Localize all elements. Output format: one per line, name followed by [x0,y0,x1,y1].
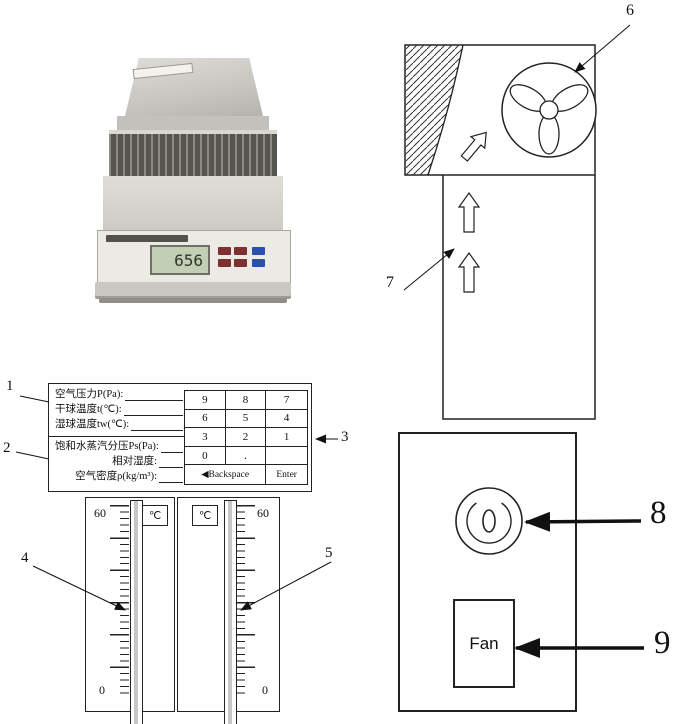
field-relative-humidity: 相对湿度: [55,455,183,468]
densimeter-button[interactable] [234,259,247,267]
fan-housing-circle [501,62,597,158]
part-label-2: 2 [3,440,11,456]
field-sat-vapor-pressure: 饱和水蒸汽分压Ps(Pa): [55,440,183,453]
airflow-arrow-up-icon [457,251,481,293]
fan-duct-diagram [404,44,597,420]
relative-humidity-input-line[interactable] [159,456,183,468]
field-wet-bulb-temp-label: 湿球温度tw(℃): [55,419,130,430]
densimeter-base [95,282,291,296]
field-relative-humidity-label: 相对湿度: [112,456,157,467]
left-unit-box: ℃ [142,505,168,526]
air-density-input-line[interactable] [159,471,183,483]
densimeter-button[interactable] [218,247,231,255]
air-pressure-input-line[interactable] [125,389,183,401]
right-thermometer-tube [224,500,237,724]
part-label-9: 9 [654,625,671,661]
field-wet-bulb-temp: 湿球温度tw(℃): [55,418,183,431]
densimeter-button[interactable] [218,259,231,267]
duct-wall-hatching [405,45,463,175]
densimeter-button[interactable] [234,247,247,255]
part-label-7: 7 [386,274,394,291]
airflow-arrow-up-icon [457,191,481,233]
wet-bulb-input-line[interactable] [131,419,183,431]
densimeter-photo: 656 [95,52,291,304]
left-scale-max: 60 [94,506,106,520]
key-8[interactable]: 8 [225,391,267,410]
fan-control-panel: Fan [398,432,577,712]
part-label-5: 5 [325,545,333,561]
densimeter-brand-label [106,235,188,242]
right-scale-max: 60 [257,506,269,520]
speed-knob[interactable] [447,479,531,563]
field-air-pressure-label: 空气压力P(Pa): [55,389,124,400]
key-0[interactable]: 0 [185,446,226,466]
numeric-keypad: 9 8 7 6 5 4 3 2 1 0 . ◀Backspace Enter [184,390,308,485]
left-thermometer-tube [130,500,143,724]
airflow-arrow-diagonal-icon [460,131,487,162]
sat-vapor-input-line[interactable] [160,441,183,453]
data-input-panel: 空气压力P(Pa): 干球温度t(℃): 湿球温度tw(℃): 饱和水蒸汽分压P… [48,383,312,492]
key-9[interactable]: 9 [185,391,226,410]
part-label-6: 6 [626,2,634,19]
field-dry-bulb-temp: 干球温度t(℃): [55,403,183,416]
left-minor-ticks [120,505,129,699]
densimeter-front-panel: 656 [97,230,291,284]
key-4[interactable]: 4 [266,410,307,429]
duct-housing [404,44,596,176]
densimeter-button[interactable] [252,259,265,267]
leader-line-1 [19,395,50,403]
right-minor-ticks [236,505,245,699]
key-enter[interactable]: Enter [276,469,297,480]
key-backspace[interactable]: ◀Backspace [185,465,267,484]
leader-line-2 [15,451,50,460]
right-unit-box: ℃ [192,505,218,526]
key-2[interactable]: 2 [225,428,267,447]
densimeter-foot [99,298,287,303]
densimeter-body [103,176,283,230]
key-blank [266,447,307,466]
densimeter-measuring-chamber [109,130,277,180]
left-scale-min: 0 [99,683,105,697]
field-dry-bulb-temp-label: 干球温度t(℃): [55,404,122,415]
field-sat-vapor-pressure-label: 饱和水蒸汽分压Ps(Pa): [55,441,159,452]
densimeter-neck [117,116,269,130]
panel-divider [49,436,185,437]
key-3[interactable]: 3 [185,428,226,447]
leader-arrow-6 [574,24,631,73]
leader-arrow-7 [403,248,455,291]
part-label-4: 4 [21,550,29,566]
key-6[interactable]: 6 [185,409,226,429]
field-air-pressure: 空气压力P(Pa): [55,388,183,401]
field-air-density: 空气密度ρ(kg/m³): [55,470,183,483]
key-7[interactable]: 7 [266,391,307,410]
key-5[interactable]: 5 [225,409,267,429]
fan-button[interactable]: Fan [453,599,515,688]
key-1[interactable]: 1 [266,428,307,447]
knob-pointer [482,509,496,533]
fan-blades-icon [509,84,589,155]
right-scale-min: 0 [262,683,268,697]
densimeter-button[interactable] [252,247,265,255]
knob-inner-arc [466,502,512,544]
part-label-1: 1 [6,378,14,394]
densimeter-lcd-display: 656 [150,245,210,275]
duct-wall-curve [427,44,464,176]
key-decimal[interactable]: . [225,446,267,466]
field-air-density-label: 空气密度ρ(kg/m³): [75,471,157,482]
part-label-3: 3 [341,429,349,445]
dry-bulb-input-line[interactable] [123,404,183,416]
part-label-8: 8 [650,495,667,531]
air-channel [442,175,596,420]
